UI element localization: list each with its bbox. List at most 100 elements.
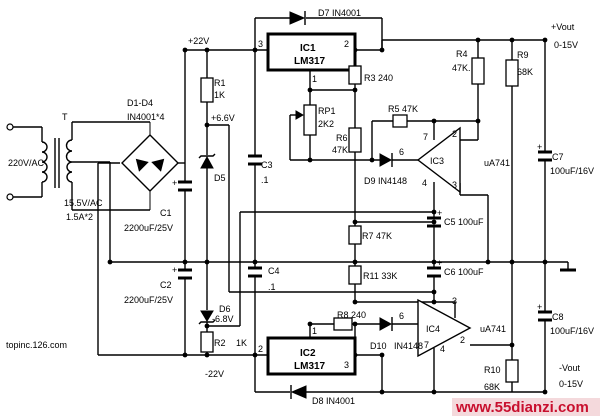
potentiometer-rp1: [303, 104, 317, 136]
zener-d5: [198, 153, 216, 169]
ic3-pin-6: 6: [399, 147, 404, 157]
c8-label: C8: [552, 312, 564, 322]
rp1-value: 2K2: [318, 119, 334, 129]
ic3-name: IC3: [430, 156, 444, 166]
bridge-rectifier: [121, 122, 179, 210]
r10-label: R10: [484, 365, 501, 375]
label-transformer-secondary: 15.5V/AC: [64, 198, 103, 208]
r9-label: R9: [517, 50, 529, 60]
c4-label: C4: [268, 266, 280, 276]
ic1-lm317: [266, 32, 357, 72]
label-minus-22v: -22V: [205, 369, 224, 379]
c3-value: .1: [261, 175, 269, 185]
ac-input-terminal-bottom: [6, 193, 14, 201]
capacitor-c6: [427, 266, 441, 278]
ic3-type: uA741: [484, 158, 510, 168]
c2-value: 2200uF/25V: [124, 295, 173, 305]
watermark-background: [452, 398, 600, 416]
resistor-r9: [505, 59, 519, 87]
capacitor-c5: [427, 216, 441, 228]
diode-d7: [289, 11, 306, 25]
ic4-pin-3: 3: [452, 296, 457, 306]
r9-value: 68K: [517, 67, 533, 77]
r2-value: 1K: [236, 338, 247, 348]
c5-label: C5 100uF: [444, 217, 484, 227]
resistor-r7: [348, 225, 362, 245]
c1-value: 2200uF/25V: [124, 223, 173, 233]
resistor-r2: [200, 331, 214, 353]
label-minus-vout-range: 0-15V: [559, 379, 583, 389]
c1-plus-mark: +: [172, 178, 177, 188]
r1-label: R1: [214, 78, 226, 88]
c8-value: 100uF/16V: [550, 326, 594, 336]
ic4-pin-4: 4: [440, 344, 445, 354]
rp1-wiper-arrow: [295, 110, 305, 120]
d10-label: D10: [370, 341, 387, 351]
ic2-lm317: [266, 336, 357, 376]
c2-label: C2: [160, 280, 172, 290]
ic3-pin-7: 7: [423, 132, 428, 142]
d7-label: D7 IN4001: [318, 8, 361, 18]
label-bridge-name: D1-D4: [127, 98, 153, 108]
ic4-name: IC4: [426, 324, 440, 334]
ic1-pin-out: 2: [344, 39, 349, 49]
d8-label: D8 IN4001: [312, 396, 355, 406]
c7-label: C7: [552, 152, 564, 162]
c1-label: C1: [160, 208, 172, 218]
label-bridge-type: IN4001*4: [127, 112, 165, 122]
r2-label: R2: [214, 338, 226, 348]
c4-value: .1: [268, 282, 276, 292]
ic3-pin-2: 2: [452, 129, 457, 139]
d5-label: D5: [214, 173, 226, 183]
r1-value: 1K: [214, 90, 225, 100]
c2-plus-mark: +: [172, 265, 177, 275]
resistor-r3: [348, 65, 362, 85]
ic4-pin-7: 7: [424, 340, 429, 350]
ic1-type: LM317: [294, 56, 326, 67]
c3-label: C3: [261, 160, 273, 170]
ic3-opamp: [416, 126, 461, 194]
capacitor-c8: [538, 310, 552, 322]
ic4-pin-6: 6: [399, 311, 404, 321]
resistor-r6: [348, 127, 362, 153]
capacitor-c4: [248, 266, 262, 278]
d10-type: IN4148: [394, 341, 423, 351]
label-plus-vout: +Vout: [551, 22, 575, 32]
resistor-r4: [471, 57, 485, 85]
label-minus-6-8v: -6.8V: [212, 314, 234, 324]
ic1-name: IC1: [300, 43, 316, 54]
ic4-pin-2: 2: [460, 335, 465, 345]
diode-d9: [379, 153, 393, 167]
ic4-opamp: [417, 298, 472, 358]
ic3-pin-3: 3: [452, 180, 457, 190]
ic3-pin-4: 4: [422, 178, 427, 188]
ic1-pin-in: 3: [258, 39, 263, 49]
label-plus-22v: +22V: [188, 36, 209, 46]
r11-label: R11 33K: [363, 271, 397, 281]
r4-label: R4: [456, 49, 468, 59]
label-transformer-current: 1.5A*2: [66, 212, 93, 222]
c7-plus-mark: +: [537, 142, 542, 152]
r6-value: 47K: [332, 145, 348, 155]
transformer: [41, 138, 73, 188]
resistor-r11: [348, 265, 362, 285]
capacitor-c1: [178, 180, 192, 192]
d6-label: D6: [219, 304, 231, 314]
ic1-pin-adj: 1: [312, 74, 317, 84]
c6-plus-mark: +: [437, 258, 442, 268]
c5-plus-mark: +: [437, 208, 442, 218]
c8-plus-mark: +: [537, 302, 542, 312]
r6-label: R6: [336, 133, 348, 143]
c7-value: 100uF/16V: [550, 166, 594, 176]
r7-label: R7 47K: [362, 231, 392, 241]
resistor-r1: [200, 77, 214, 103]
r3-label: R3 240: [364, 73, 393, 83]
zener-d6: [198, 310, 216, 325]
diode-d8: [290, 385, 307, 399]
diode-d10: [379, 317, 393, 331]
d9-label: D9 IN4148: [364, 176, 407, 186]
r8-label: R8 240: [337, 310, 366, 320]
label-plus-vout-range: 0-15V: [554, 40, 578, 50]
